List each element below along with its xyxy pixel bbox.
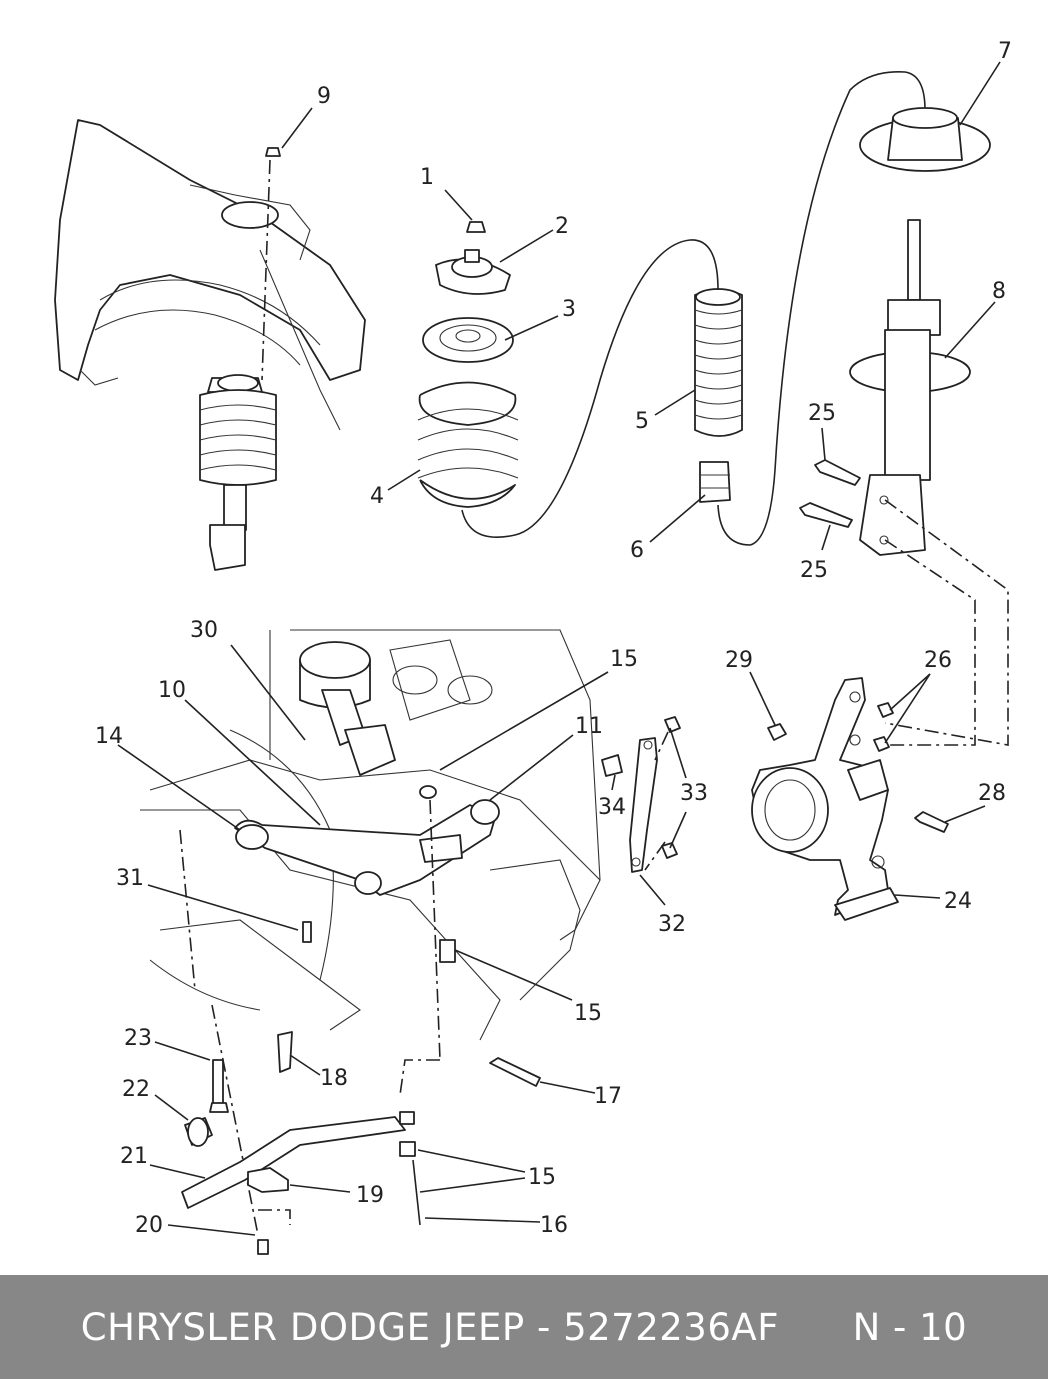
callout-label: 28	[978, 781, 1006, 806]
stabilizer-bar	[181, 1116, 406, 1209]
footer-brand-part-number: CHRYSLER DODGE JEEP - 5272236AF	[80, 1305, 779, 1349]
stabilizer-bushing	[184, 1117, 213, 1147]
knuckle-bolt	[914, 811, 949, 833]
lower-ball-joint-bolt	[302, 921, 312, 943]
bracket-18	[277, 1031, 293, 1073]
callout-label: 10	[158, 678, 186, 703]
bushing-retainer	[247, 1167, 289, 1193]
callout-label: 4	[370, 484, 384, 509]
callout-label: 22	[122, 1077, 150, 1102]
callout-label: 31	[116, 866, 144, 891]
callout-label: 24	[944, 889, 972, 914]
spring-seat	[422, 317, 514, 363]
callout-label: 26	[924, 648, 952, 673]
fender-assembly	[54, 119, 366, 431]
callout-label: 17	[594, 1084, 622, 1109]
callout-label: 29	[725, 648, 753, 673]
callout-label: 7	[998, 39, 1012, 64]
callout-label: 34	[598, 795, 626, 820]
link-bushings	[399, 1111, 416, 1157]
callout-label: 2	[555, 214, 569, 239]
lower-control-arm	[234, 799, 500, 896]
callout-label: 11	[575, 714, 603, 739]
strut-mount	[435, 249, 511, 295]
callout-label: 3	[562, 297, 576, 322]
callout-labels: 1 2 3 4 5 6 7 8 9 10 11 14 15 15 15 15 1…	[95, 39, 1012, 1238]
bushing	[439, 939, 456, 963]
callout-label: 32	[658, 912, 686, 937]
callout-label: 15	[574, 1001, 602, 1026]
knuckle-bolt-nuts	[873, 702, 894, 752]
callout-label: 5	[635, 409, 649, 434]
upper-spring-seat	[859, 107, 991, 172]
strut-nut	[466, 221, 486, 233]
strut-assembly-installed	[199, 374, 277, 571]
strut	[849, 219, 971, 556]
link-bolt	[412, 1159, 421, 1226]
footer-bar: CHRYSLER DODGE JEEP - 5272236AF N - 10	[0, 1275, 1048, 1379]
strut-bolt-lower	[799, 502, 853, 528]
leader-lines	[117, 61, 1001, 1236]
callout-label: 15	[528, 1165, 556, 1190]
callout-label: 1	[420, 165, 434, 190]
callout-label: 25	[800, 558, 828, 583]
callout-label: 25	[808, 401, 836, 426]
steering-knuckle	[751, 677, 899, 921]
callout-label: 8	[992, 279, 1006, 304]
callout-label: 33	[680, 781, 708, 806]
frame-assembly	[140, 629, 601, 1041]
callout-label: 16	[540, 1213, 568, 1238]
callout-label: 18	[320, 1066, 348, 1091]
suspension-exploded-diagram: 1 2 3 4 5 6 7 8 9 10 11 14 15 15 15 15 1…	[54, 39, 1012, 1255]
strut-bolt-upper	[814, 459, 861, 486]
callout-label: 21	[120, 1144, 148, 1169]
dust-boot	[694, 288, 743, 437]
callout-label: 15	[610, 647, 638, 672]
callout-label: 19	[356, 1183, 384, 1208]
callout-label: 23	[124, 1026, 152, 1051]
callout-label: 14	[95, 724, 123, 749]
callout-label: 30	[190, 618, 218, 643]
stabilizer-link	[629, 737, 658, 873]
mounting-bolt-23	[209, 1059, 229, 1113]
jounce-bumper	[699, 461, 731, 503]
callout-label: 6	[630, 538, 644, 563]
bolt-17	[489, 1057, 541, 1087]
footer-page-ref: N - 10	[852, 1305, 968, 1349]
callout-label: 15	[528, 1165, 556, 1190]
callout-label: 20	[135, 1213, 163, 1238]
coil-spring	[417, 381, 519, 508]
callout-label: 9	[317, 84, 331, 109]
knuckle-nut	[767, 723, 787, 741]
retainer-bolt	[257, 1239, 269, 1255]
